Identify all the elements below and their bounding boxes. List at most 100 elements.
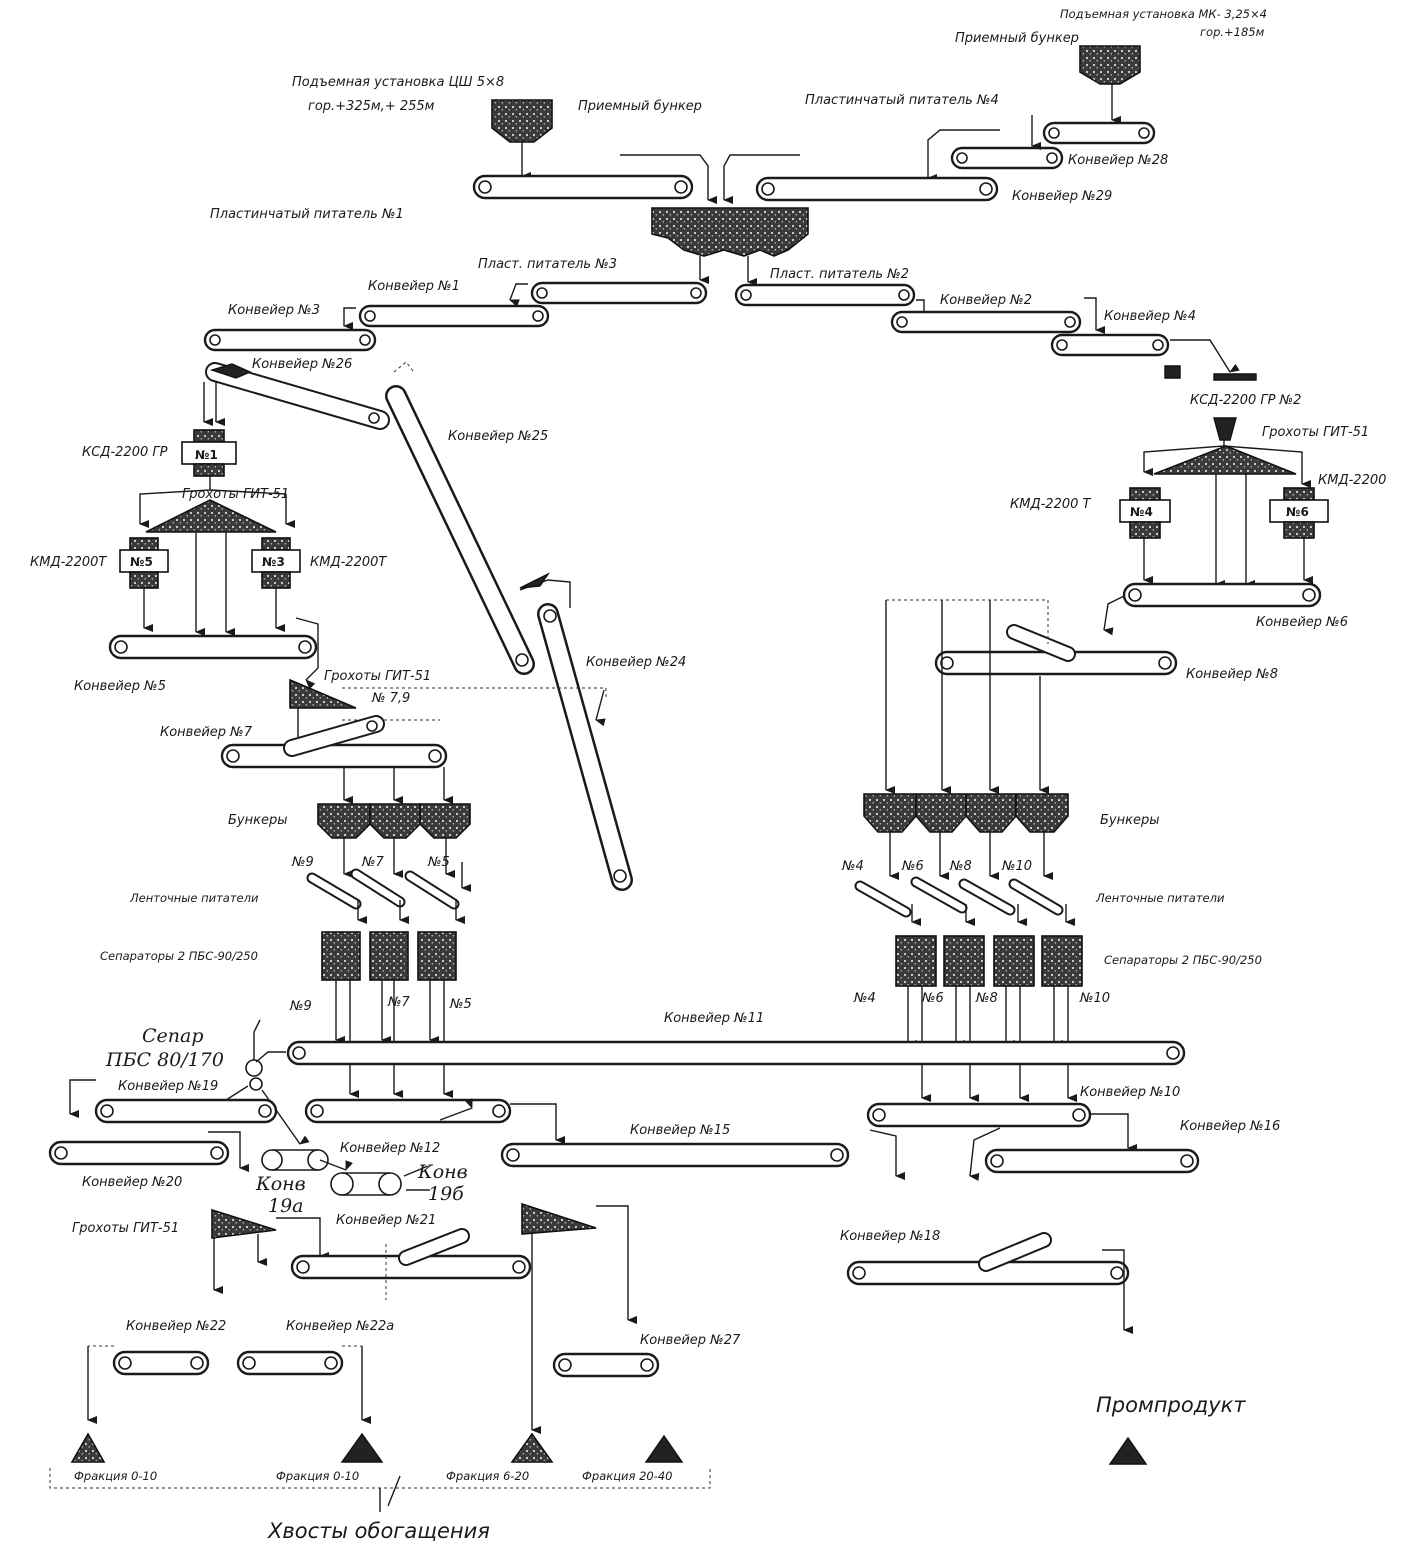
kmd-6-num: №6 [1286,505,1309,519]
label-screens-git-right: Грохоты ГИТ-51 [1262,425,1369,440]
label-feeder-left-1: №9 [291,855,314,870]
conveyor-22 [112,1350,210,1376]
conveyor-10 [866,1102,1092,1128]
label-separators-left: Сепараторы 2 ПБС-90/250 [100,949,258,963]
label-separ-1: Сепар [142,1025,204,1047]
kmd-crusher-5: №5 [119,537,169,632]
conveyor-28b [950,146,1064,170]
label-plate-feeder-4: Пластинчатый питатель №4 [805,93,999,108]
pile-product [1108,1436,1148,1465]
conveyor-3 [203,328,377,352]
separators-left [321,931,457,981]
label-feeder-right-3: №8 [949,859,972,874]
pile-fraction-4 [644,1434,684,1463]
label-conveyor-26: Конвейер №26 [252,357,352,372]
label-fraction-4: Фракция 20-40 [582,1469,672,1483]
conveyor-12 [304,1098,512,1124]
central-bunkers [651,207,809,286]
conveyor-21 [290,1228,532,1280]
label-receiving-bunker-right: Приемный бункер [955,31,1079,46]
label-separator-left-1: №9 [289,999,312,1014]
label-separator-left-2: №7 [387,995,411,1010]
label-screens-git-bottom: Грохоты ГИТ-51 [72,1221,179,1236]
label-plate-feeder-3: Пласт. питатель №3 [478,257,617,272]
ksd-crusher-1: №1 [181,429,237,477]
label-conveyor-22a: Конвейер №22а [286,1319,394,1334]
label-lift-tssh: Подъемная установка ЦШ 5×8 [292,75,504,90]
label-conveyor-24: Конвейер №24 [586,655,686,670]
label-conveyor-15: Конвейер №15 [630,1123,730,1138]
kmd-3-num: №3 [262,555,285,569]
label-kmd-3: КМД-2200Т [310,555,387,570]
conveyor-19b [330,1172,402,1196]
label-ksd-1: КСД-2200 ГР [82,445,168,460]
label-separator-right-2: №6 [921,991,944,1006]
conveyor-27 [552,1352,660,1378]
conveyor-20 [48,1140,230,1166]
screens-git-bottom [211,1208,277,1239]
label-konv-19b-1: Конв [417,1161,468,1183]
label-conveyor-6: Конвейер №6 [1256,615,1348,630]
label-conveyor-20: Конвейер №20 [82,1175,182,1190]
label-conveyor-27: Конвейер №27 [640,1333,741,1348]
label-conveyor-8: Конвейер №8 [1186,667,1278,682]
label-conveyor-29: Конвейер №29 [1012,189,1112,204]
label-conveyor-19: Конвейер №19 [118,1079,218,1094]
label-conveyor-21: Конвейер №21 [336,1213,436,1228]
conveyor-16 [984,1148,1200,1174]
conveyor-19a [261,1149,329,1171]
label-separators-right: Сепараторы 2 ПБС-90/250 [1104,953,1262,967]
conveyor-15 [500,1142,850,1168]
pile-fraction-1 [70,1432,106,1463]
belt-feeders-right [854,876,1064,918]
kmd-crusher-4: №4 [1119,487,1171,584]
label-conveyor-18: Конвейер №18 [840,1229,940,1244]
label-feeder-left-2: №7 [361,855,385,870]
label-kmd-5: КМД-2200Т [30,555,107,570]
label-kmd-6: КМД-2200 [1318,473,1386,488]
plate-feeder-2-belt [734,283,916,307]
label-conveyor-12: Конвейер №12 [340,1141,440,1156]
kmd-crusher-3: №3 [251,537,301,632]
label-feeder-right-1: №4 [841,859,864,874]
label-separator-left-3: №5 [449,997,472,1012]
label-product: Промпродукт [1096,1393,1246,1417]
pile-fraction-3 [510,1432,554,1463]
label-plate-feeder-2: Пласт. питатель №2 [770,267,909,282]
label-lift-mk: Подъемная установка МК- 3,25×4 [1060,7,1267,21]
screens-git-bottom-2 [521,1202,597,1235]
label-bunkers-right: Бункеры [1100,813,1159,828]
conveyor-11 [286,1040,1186,1066]
label-fraction-2: Фракция 0-10 [276,1469,359,1483]
label-bunkers-left: Бункеры [228,813,287,828]
ksd-crusher-2 [1213,417,1237,441]
label-kmd-4: КМД-2200 Т [1010,497,1092,512]
label-conveyor-5: Конвейер №5 [74,679,166,694]
kmd-5-num: №5 [130,555,153,569]
conveyor-6 [1122,582,1322,608]
belt-feeders-left [306,868,460,910]
conveyor-24 [537,603,633,891]
label-conveyor-11: Конвейер №11 [664,1011,764,1026]
pile-fraction-2 [340,1432,384,1463]
bunkers-right [863,793,1069,833]
kmd-crusher-6: №6 [1269,487,1329,584]
receiving-bunker-right [1079,45,1141,124]
label-conveyor-16: Конвейер №16 [1180,1119,1280,1134]
conveyor-28 [1042,121,1156,145]
conveyor-29 [755,176,999,202]
conveyor-2 [890,310,1082,334]
conveyor-7 [220,715,448,769]
separators-right [895,935,1083,987]
conveyor-4 [1050,333,1170,357]
label-conveyor-10: Конвейер №10 [1080,1085,1180,1100]
label-screens-git-79: Грохоты ГИТ-51 [324,669,431,684]
label-konv-19b-2: 19б [428,1183,464,1205]
label-conveyor-3: Конвейер №3 [228,303,320,318]
label-screens-git-79-num: № 7,9 [371,691,410,706]
label-lift-mk-level: гор.+185м [1200,25,1265,39]
label-receiving-bunker-left: Приемный бункер [578,99,702,114]
kmd-4-num: №4 [1130,505,1153,519]
conveyor-1 [358,304,550,328]
